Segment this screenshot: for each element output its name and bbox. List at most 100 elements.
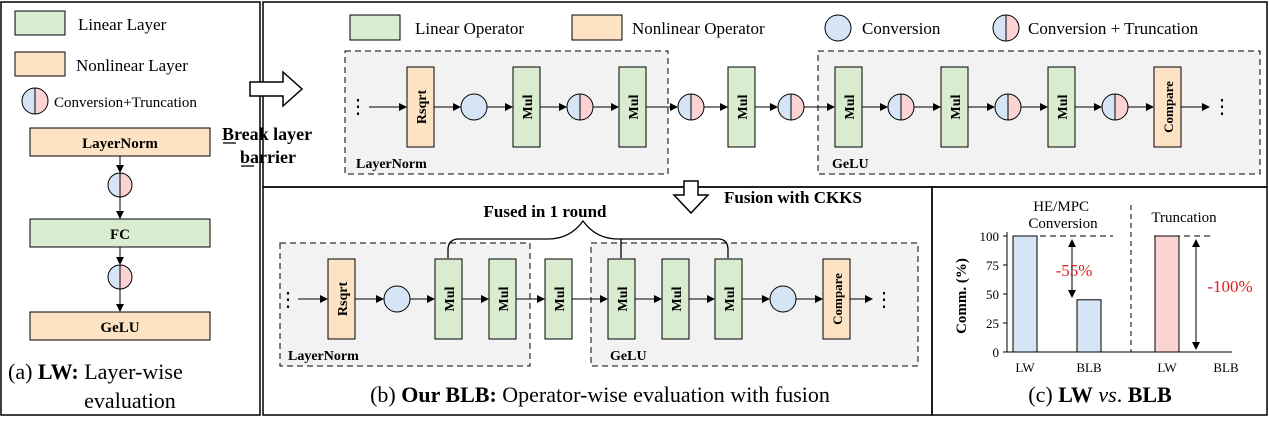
- op-mul-label: Mul: [443, 286, 458, 311]
- conv-trunc-icon: [1101, 93, 1129, 121]
- break-barrier-line2: barrier: [240, 147, 296, 167]
- panel-b-caption: (b) Our BLB: Operator-wise evaluation wi…: [370, 382, 830, 407]
- legend-conv-trunc-op-icon: [992, 14, 1020, 42]
- op-compare: [1153, 66, 1182, 148]
- op-mul: [940, 66, 969, 148]
- op-rsqrt: [327, 258, 356, 340]
- layer-gelu: [29, 311, 211, 341]
- group-label-gelu-bottom: GeLU: [610, 349, 647, 364]
- layer-fc: [29, 218, 211, 248]
- op-mul: [607, 258, 636, 340]
- layer-fc-label: FC: [110, 227, 130, 243]
- panel-c-caption: (c) LW vs. BLB: [1028, 382, 1172, 407]
- conversion-icon: [383, 285, 411, 313]
- op-mul: [512, 66, 541, 148]
- op-mul-label: Mul: [553, 286, 568, 311]
- op-rsqrt: [406, 66, 435, 148]
- op-mul: [834, 66, 863, 148]
- op-mul-label: Mul: [723, 286, 738, 311]
- fused-label: Fused in 1 round: [484, 202, 608, 221]
- panel-a-caption: (a) LW: Layer-wise: [8, 359, 183, 384]
- op-mul-label: Mul: [497, 286, 512, 311]
- op-mul-label: Mul: [616, 286, 631, 311]
- conv-trunc-icon: [677, 93, 705, 121]
- x-tick-label: BLB: [1076, 360, 1102, 375]
- op-mul-label: Mul: [843, 94, 858, 119]
- reduction-label-truncation: -100%: [1207, 277, 1252, 296]
- conv-trunc-icon: [994, 93, 1022, 121]
- group-label-gelu-top: GeLU: [832, 157, 869, 172]
- group-title-conversion: HE/MPC Conversion: [1028, 199, 1098, 232]
- conversion-icon: [769, 285, 797, 313]
- conv-trunc-icon: [566, 93, 594, 121]
- layer-layernorm-label: LayerNorm: [82, 136, 158, 152]
- legend-nonlinear-label: Nonlinear Layer: [76, 56, 188, 75]
- ellipsis-right-bottom: ⋮: [874, 289, 894, 311]
- legend-conversion-label: Conversion: [862, 19, 941, 38]
- legend-conversion-icon: [824, 14, 852, 42]
- group-label-layernorm-bottom: LayerNorm: [288, 349, 359, 364]
- flow-top: Rsqrt Mul Mul Mul: [369, 66, 1210, 148]
- conversion-icon: [460, 93, 488, 121]
- bars: [1012, 235, 1180, 353]
- group-title-conversion-line2: Conversion: [1028, 216, 1098, 232]
- group-gelu-bottom: [590, 242, 919, 367]
- reduction-label-conversion: -55%: [1056, 261, 1093, 280]
- group-title-truncation: Truncation: [1151, 210, 1217, 226]
- x-tick-label: BLB: [1213, 360, 1239, 375]
- x-tick-label: LW: [1015, 360, 1035, 375]
- op-mul-label: Mul: [736, 94, 751, 119]
- ellipsis-right-top: ⋮: [1212, 96, 1232, 118]
- bar-blb: [1076, 299, 1102, 353]
- layer-gelu-label: GeLU: [100, 320, 139, 336]
- fusion-label: Fusion with CKKS: [724, 188, 862, 207]
- legend-nonlinear-swatch: [14, 51, 66, 77]
- op-compare: [822, 258, 851, 340]
- op-mul-label: Mul: [949, 94, 964, 119]
- op-mul: [1047, 66, 1076, 148]
- legend-nonlinear-op-label: Nonlinear Operator: [632, 19, 765, 38]
- conv-trunc-icon: [107, 172, 133, 198]
- conv-trunc-icon: [107, 264, 133, 290]
- conv-trunc-icon: [777, 93, 805, 121]
- op-mul: [661, 258, 690, 340]
- fused-bracket: [447, 219, 729, 258]
- ellipsis-left-bottom: ⋮: [278, 289, 298, 311]
- break-barrier-line1: Break layer: [222, 124, 312, 144]
- group-label-layernorm-top: LayerNorm: [356, 157, 427, 172]
- break-barrier-arrow: [249, 70, 304, 108]
- legend-linear-op-swatch: [349, 14, 401, 41]
- panel-c-border: [931, 186, 1268, 416]
- op-mul-label: Mul: [670, 286, 685, 311]
- group-layernorm-top: [344, 50, 669, 175]
- legend-conv-trunc-icon: [21, 87, 49, 115]
- conv-trunc-icon: [887, 93, 915, 121]
- y-axis-label: Comm. (%): [954, 258, 970, 334]
- bar-lw: [1012, 235, 1038, 353]
- op-compare-label: Compare: [830, 273, 845, 325]
- op-mul-label: Mul: [627, 94, 642, 119]
- group-title-conversion-line1: HE/MPC: [1033, 199, 1089, 215]
- y-tick-label: 25: [986, 316, 999, 331]
- legend-nonlinear-op-swatch: [571, 14, 623, 41]
- legend-conv-trunc-op-label: Conversion + Truncation: [1028, 19, 1199, 38]
- legend-linear-op-label: Linear Operator: [415, 19, 524, 38]
- legend-linear-swatch: [14, 10, 66, 36]
- legend-conv-trunc-label: Conversion+Truncation: [54, 95, 197, 111]
- bar-lw: [1154, 235, 1180, 353]
- op-mul: [488, 258, 517, 340]
- ellipsis-left-top: ⋮: [348, 96, 368, 118]
- op-mul: [618, 66, 647, 148]
- op-mul-label: Mul: [1056, 94, 1071, 119]
- flow-bottom: Rsqrt Mul Mul Mul Mul Mul Mul Compare: [298, 258, 873, 340]
- op-rsqrt-label: Rsqrt: [336, 282, 351, 317]
- y-tick-label: 100: [980, 229, 1000, 244]
- y-tick-label: 0: [993, 345, 1000, 360]
- op-mul: [434, 258, 463, 340]
- op-mul: [727, 66, 756, 148]
